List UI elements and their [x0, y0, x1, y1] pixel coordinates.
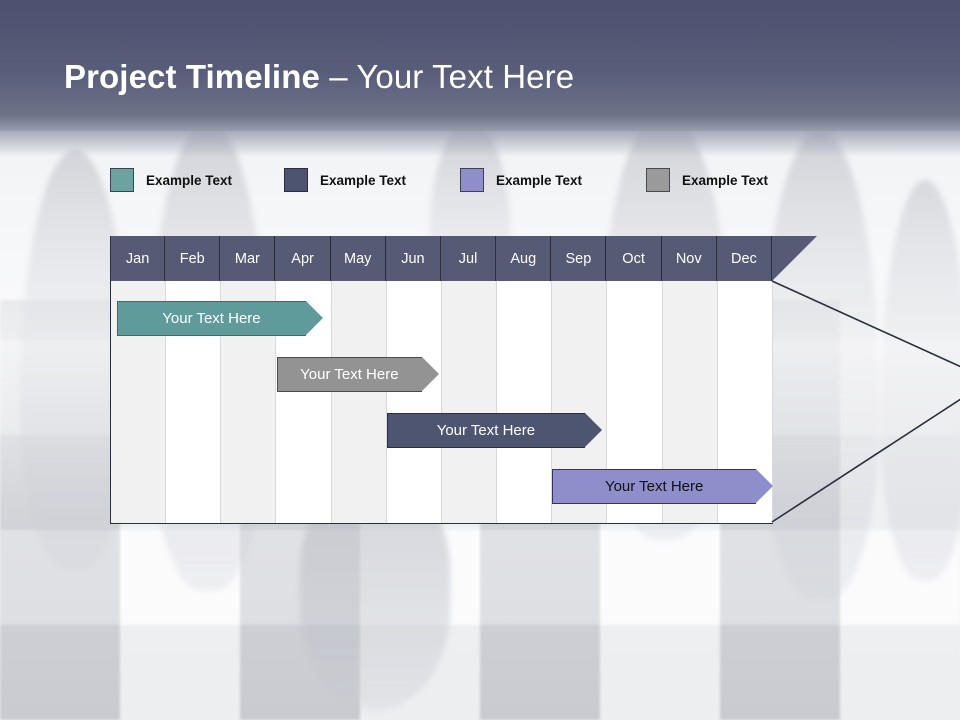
legend-item-3[interactable]: Example Text	[646, 168, 768, 192]
gantt-bar-body	[552, 469, 756, 504]
gantt-column-jun	[387, 281, 442, 523]
legend-item-2[interactable]: Example Text	[460, 168, 582, 192]
month-header-dec[interactable]: Dec	[717, 236, 772, 281]
month-header-may[interactable]: May	[331, 236, 386, 281]
gantt-bar-label: Your Text Here	[162, 310, 261, 327]
month-header-jul[interactable]: Jul	[441, 236, 497, 281]
gantt-bar-body	[116, 301, 307, 336]
legend-label: Example Text	[682, 172, 769, 188]
gantt-bar-label: Your Text Here	[300, 366, 399, 383]
gantt-bar-label: Your Text Here	[436, 422, 536, 439]
month-header-apr[interactable]: Apr	[276, 236, 331, 281]
legend-swatch-icon	[646, 168, 670, 192]
month-header-feb[interactable]: Feb	[165, 236, 221, 281]
gantt-column-jul	[442, 281, 498, 523]
legend-swatch-icon	[110, 168, 134, 192]
gantt-bar-2[interactable]: Your Text Here	[386, 413, 602, 448]
gantt-bar-arrowhead-icon	[422, 357, 440, 391]
gantt-bar-3[interactable]: Your Text Here	[552, 469, 773, 504]
legend-label: Example Text	[496, 172, 583, 188]
page-title-strong: Project Timeline	[64, 58, 320, 95]
gantt-bar-body	[276, 357, 423, 392]
page-title: Project Timeline – Your Text Here	[64, 58, 574, 96]
legend-label: Example Text	[146, 172, 233, 188]
month-header-mar[interactable]: Mar	[220, 236, 276, 281]
gantt-bar-label: Your Text Here	[604, 478, 704, 495]
month-header-jan[interactable]: Jan	[110, 236, 166, 281]
month-header-oct[interactable]: Oct	[607, 236, 662, 281]
gantt-column-feb	[166, 281, 222, 523]
title-bar: Project Timeline – Your Text Here	[0, 0, 960, 157]
legend-swatch-icon	[284, 168, 308, 192]
gantt-bar-body	[386, 413, 585, 448]
gantt-column-aug	[497, 281, 553, 523]
gantt-bar-arrowhead-icon	[306, 301, 324, 335]
gantt-column-apr	[277, 281, 332, 523]
legend-item-0[interactable]: Example Text	[110, 168, 232, 192]
legend: Example Text Example Text Example Text Exam…	[110, 168, 830, 194]
page-title-light: – Your Text Here	[319, 58, 575, 95]
legend-label: Example Text	[320, 172, 407, 188]
gantt-column-oct	[608, 281, 663, 523]
gantt-bar-1[interactable]: Your Text Here	[276, 357, 440, 392]
gantt-bar-arrowhead-icon	[584, 413, 602, 447]
month-header-aug[interactable]: Aug	[496, 236, 552, 281]
header-arrow-tip-icon	[772, 236, 817, 281]
legend-swatch-icon	[460, 168, 484, 192]
month-header-nov[interactable]: Nov	[662, 236, 717, 281]
legend-item-1[interactable]: Example Text	[284, 168, 406, 192]
gantt-bar-arrowhead-icon	[755, 469, 773, 503]
gantt-column-may	[331, 281, 387, 523]
gantt-bar-0[interactable]: Your Text Here	[116, 301, 324, 336]
month-header-sep[interactable]: Sep	[551, 236, 607, 281]
month-header-jun[interactable]: Jun	[386, 236, 441, 281]
